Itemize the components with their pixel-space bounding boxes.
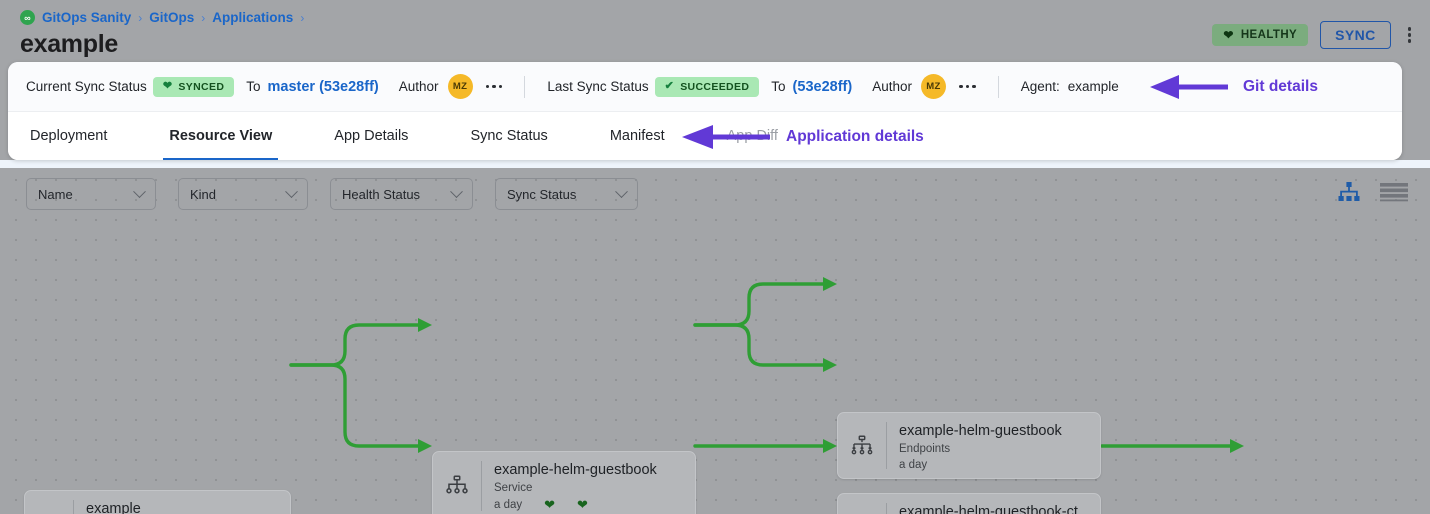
status-badge-label: HEALTHY [1240,29,1298,41]
last-sync-more-icon[interactable] [958,84,976,89]
annotation-arrow-application-details [680,124,772,150]
node-age: a day [494,498,523,511]
breadcrumb-item-gitops[interactable]: GitOps [149,10,195,25]
node-age: a day [899,459,928,472]
filter-health-status[interactable]: Health Status [330,178,473,210]
status-badge-healthy: ❤ HEALTHY [1212,24,1309,46]
breadcrumb-separator: › [138,10,143,25]
node-divider [886,503,887,514]
node-divider [73,500,74,514]
filter-label: Health Status [342,186,421,202]
tab-deployment[interactable]: Deployment [30,128,108,144]
gitops-logo-icon: ∞ [20,10,35,25]
graph-node-application[interactable]: example Application a day ❤ ❤ [24,490,291,514]
page-title: example [20,30,118,58]
tree-view-icon[interactable] [1338,182,1360,202]
pill-label: SYNCED [178,80,225,93]
breadcrumb-separator: › [300,10,305,25]
filter-sync-status[interactable]: Sync Status [495,178,638,210]
graph-node-service[interactable]: example-helm-guestbook Service a day ❤ ❤ [432,451,696,514]
node-body: example-helm-guestbook-ct… EndpointSlice… [887,494,1100,514]
node-body: example-helm-guestbook Service a day ❤ ❤ [482,452,695,514]
canvas-top-strip [0,160,1430,168]
pill-label: SUCCEEDED [680,80,750,93]
node-kind: Endpoints [899,443,951,456]
avatar: MZ [920,74,946,99]
tab-resource-view[interactable]: Resource View [163,112,279,160]
filter-toolbar: Name Kind Health Status Sync Status [0,172,1430,216]
divider [997,75,999,98]
node-title: example-helm-guestbook-ct… [899,504,1090,514]
graph-node-endpoints[interactable]: example-helm-guestbook Endpoints a day [837,412,1101,479]
breadcrumb-item-applications[interactable]: Applications [212,10,294,25]
last-sync-status-label: Last Sync Status [547,79,649,94]
filter-label: Name [38,186,73,202]
chevron-down-icon [285,184,298,198]
heart-icon: ❤ [162,80,173,92]
node-meta: a day [899,459,1090,471]
current-sync-status-label: Current Sync Status [26,79,147,94]
application-icon [25,491,73,514]
page-header: ∞ GitOps Sanity › GitOps › Applications … [0,0,1430,64]
agent-label: Agent: [1020,79,1060,94]
graph-node-endpointslice[interactable]: example-helm-guestbook-ct… EndpointSlice… [837,493,1101,514]
endpointslice-icon [838,494,886,514]
node-title: example-helm-guestbook [494,462,657,478]
more-vertical-icon[interactable] [1403,23,1416,46]
breadcrumb-item-gitops-sanity[interactable]: GitOps Sanity [42,10,132,25]
tab-app-details[interactable]: App Details [334,128,409,144]
node-divider [481,461,482,511]
sync-heart-icon: ❤ [577,497,588,513]
list-view-icon[interactable] [1380,182,1408,202]
current-to-label: To [246,79,261,94]
current-revision-link[interactable]: master (53e28ff) [267,78,379,95]
breadcrumb: ∞ GitOps Sanity › GitOps › Applications … [20,10,304,25]
current-author-label: Author [398,79,439,94]
breadcrumb-separator: › [201,10,206,25]
view-toggle-group [1338,182,1408,202]
graph-edges [289,277,1244,453]
tab-sync-status[interactable]: Sync Status [470,128,548,144]
annotation-label-application-details: Application details [786,128,924,145]
tab-manifest[interactable]: Manifest [609,128,665,144]
chevron-down-icon [133,184,146,198]
divider [524,75,526,98]
filter-kind[interactable]: Kind [178,178,308,210]
service-icon [433,452,481,514]
current-sync-status-pill: ❤ SYNCED [152,76,235,97]
agent-value: example [1067,79,1119,94]
chevron-down-icon [615,184,628,198]
last-author-label: Author [872,79,912,94]
sync-button[interactable]: SYNC [1320,21,1391,49]
node-meta: a day ❤ ❤ [494,498,685,511]
node-body: example-helm-guestbook Endpoints a day [887,413,1100,478]
annotation-label-git-details: Git details [1243,78,1318,95]
header-actions: ❤ HEALTHY SYNC [1212,21,1416,49]
resource-graph-canvas[interactable]: example Application a day ❤ ❤ exam [0,160,1430,514]
node-body: example Application a day ❤ ❤ [74,491,290,514]
last-sync-status-pill: ✔ SUCCEEDED [654,76,760,97]
node-kind: Service [494,482,533,495]
last-to-label: To [771,79,786,94]
avatar: MZ [447,74,473,99]
health-heart-icon: ❤ [544,497,556,513]
annotation-arrow-git-details [1148,74,1230,100]
filter-label: Sync Status [507,186,577,202]
node-divider [886,422,887,469]
check-circle-icon: ✔ [664,80,675,92]
last-revision-link[interactable]: (53e28ff) [792,78,853,95]
endpoints-icon [838,413,886,478]
filter-label: Kind [190,186,217,202]
node-title: example-helm-guestbook [899,423,1062,439]
chevron-down-icon [450,184,463,198]
current-sync-more-icon[interactable] [485,84,503,89]
node-title: example [86,501,141,514]
filter-name[interactable]: Name [26,178,156,210]
heart-icon: ❤ [1223,28,1234,42]
